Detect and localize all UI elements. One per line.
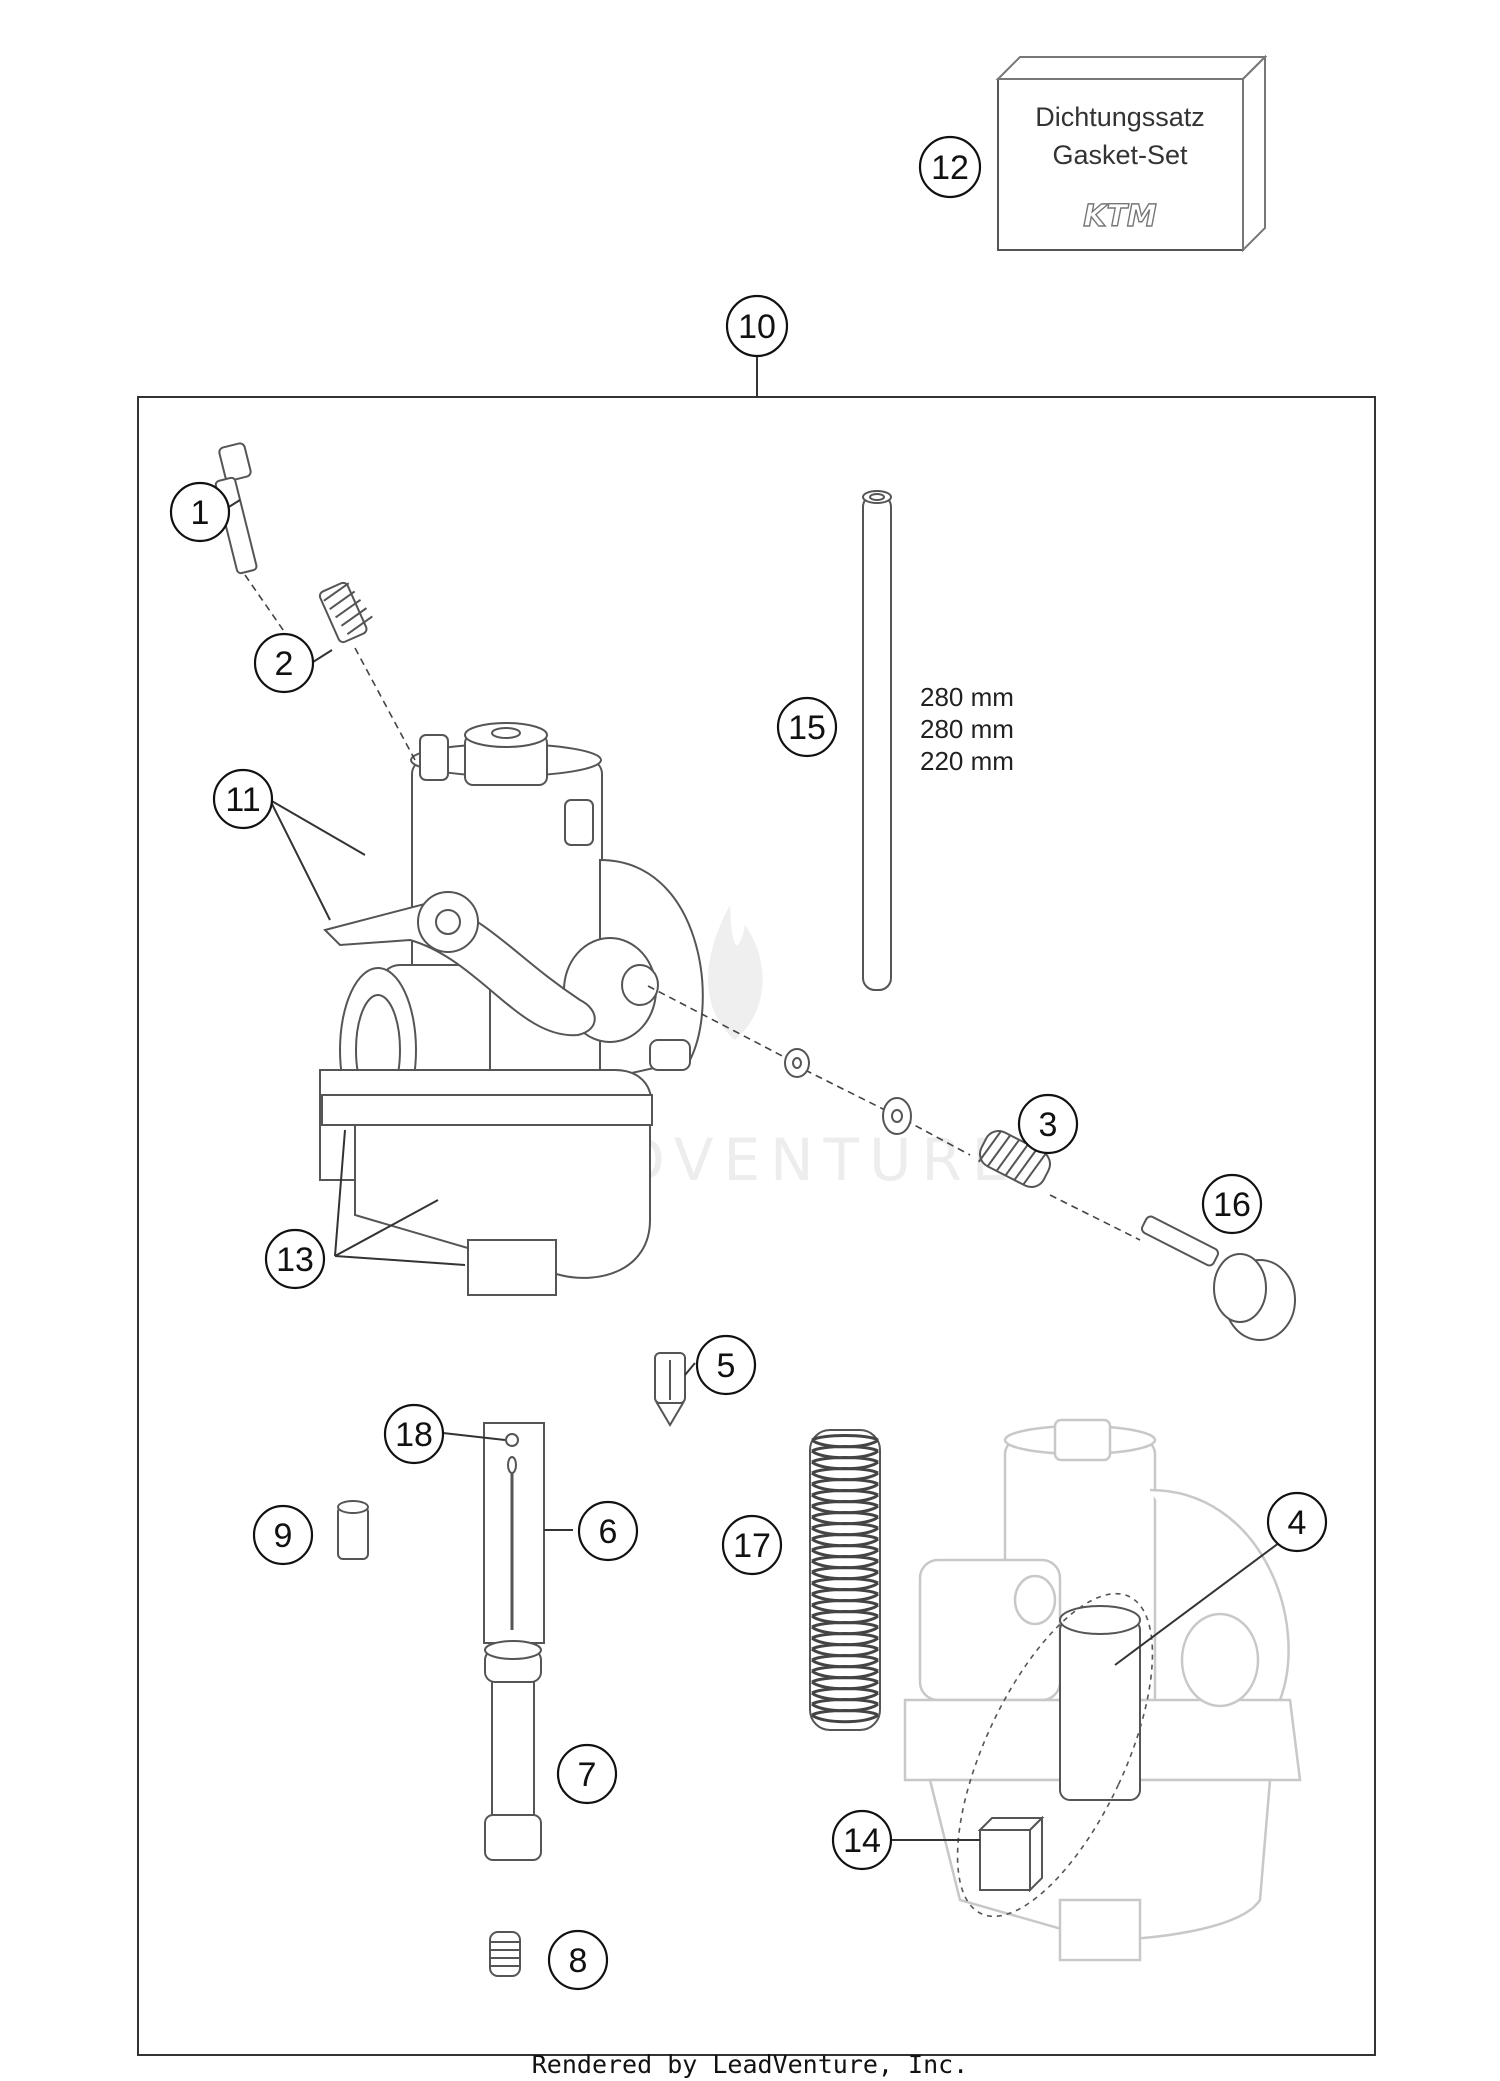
tube-15 bbox=[862, 490, 892, 991]
callout-10: 10 bbox=[725, 294, 789, 358]
gasket-box-line2: Gasket-Set bbox=[1052, 140, 1188, 170]
tube-length-3: 220 mm bbox=[920, 746, 1014, 776]
svg-text:1: 1 bbox=[191, 494, 210, 532]
callout-1: 1 bbox=[169, 481, 231, 543]
carburetor-body bbox=[319, 722, 704, 1296]
footer-credit: Rendered by LeadVenture, Inc. bbox=[532, 2050, 969, 2079]
leader-lines bbox=[223, 499, 1284, 1841]
gasket-block-14 bbox=[977, 1815, 1045, 1893]
choke-lever bbox=[323, 891, 596, 1037]
spring-3 bbox=[977, 1130, 1051, 1188]
tube-lengths: 280 mm 280 mm 220 mm bbox=[920, 682, 1014, 776]
callout-13: 13 bbox=[264, 1228, 326, 1290]
gasket-box-line1: Dichtungssatz bbox=[1035, 102, 1205, 132]
callout-6: 6 bbox=[577, 1500, 639, 1562]
jet-needle-card bbox=[483, 1422, 545, 1644]
washer-2 bbox=[882, 1097, 912, 1135]
svg-text:12: 12 bbox=[931, 149, 969, 187]
svg-text:3: 3 bbox=[1039, 1106, 1058, 1144]
washer-1 bbox=[784, 1048, 810, 1078]
throttle-spring bbox=[809, 1429, 881, 1731]
svg-text:13: 13 bbox=[276, 1241, 314, 1279]
callout-11: 11 bbox=[212, 768, 274, 830]
svg-text:9: 9 bbox=[274, 1517, 293, 1555]
svg-text:14: 14 bbox=[843, 1822, 881, 1860]
float-needle-valve bbox=[654, 1352, 686, 1427]
watermark-flame-icon bbox=[708, 905, 763, 1040]
main-jet bbox=[337, 1500, 369, 1560]
svg-text:15: 15 bbox=[788, 709, 826, 747]
needle-jet bbox=[484, 1640, 542, 1861]
svg-text:18: 18 bbox=[395, 1416, 433, 1454]
callout-17: 17 bbox=[721, 1514, 783, 1576]
callouts: 1 2 3 4 5 6 7 8 bbox=[169, 135, 1328, 1991]
callout-8: 8 bbox=[547, 1929, 609, 1991]
callout-2: 2 bbox=[253, 632, 315, 694]
callout-9: 9 bbox=[252, 1504, 314, 1566]
callout-7: 7 bbox=[556, 1743, 618, 1805]
svg-text:16: 16 bbox=[1213, 1186, 1251, 1224]
callout-18: 18 bbox=[383, 1403, 445, 1465]
callout-15: 15 bbox=[776, 696, 838, 758]
callout-14: 14 bbox=[831, 1809, 893, 1871]
callout-5: 5 bbox=[695, 1334, 757, 1396]
adjusting-screw-16 bbox=[1140, 1215, 1296, 1341]
carburetor-slide-view bbox=[903, 1418, 1302, 1962]
svg-text:8: 8 bbox=[569, 1942, 588, 1980]
svg-text:2: 2 bbox=[275, 645, 294, 683]
svg-text:7: 7 bbox=[578, 1756, 597, 1794]
svg-text:4: 4 bbox=[1288, 1504, 1307, 1542]
tube-length-2: 280 mm bbox=[920, 714, 1014, 744]
callout-12: 12 bbox=[918, 135, 982, 199]
svg-text:5: 5 bbox=[717, 1347, 736, 1385]
tube-length-1: 280 mm bbox=[920, 682, 1014, 712]
idle-jet bbox=[489, 1931, 521, 1977]
callout-4: 4 bbox=[1266, 1491, 1328, 1553]
callout-3: 3 bbox=[1017, 1093, 1079, 1155]
svg-text:11: 11 bbox=[225, 781, 260, 819]
ktm-logo: KTM bbox=[1083, 199, 1157, 234]
gasket-set-box: Dichtungssatz Gasket-Set KTM bbox=[995, 54, 1268, 253]
svg-text:17: 17 bbox=[733, 1527, 771, 1565]
idle-spring bbox=[318, 581, 373, 644]
callout-16: 16 bbox=[1201, 1173, 1263, 1235]
svg-text:10: 10 bbox=[738, 308, 776, 346]
svg-text:6: 6 bbox=[599, 1513, 618, 1551]
